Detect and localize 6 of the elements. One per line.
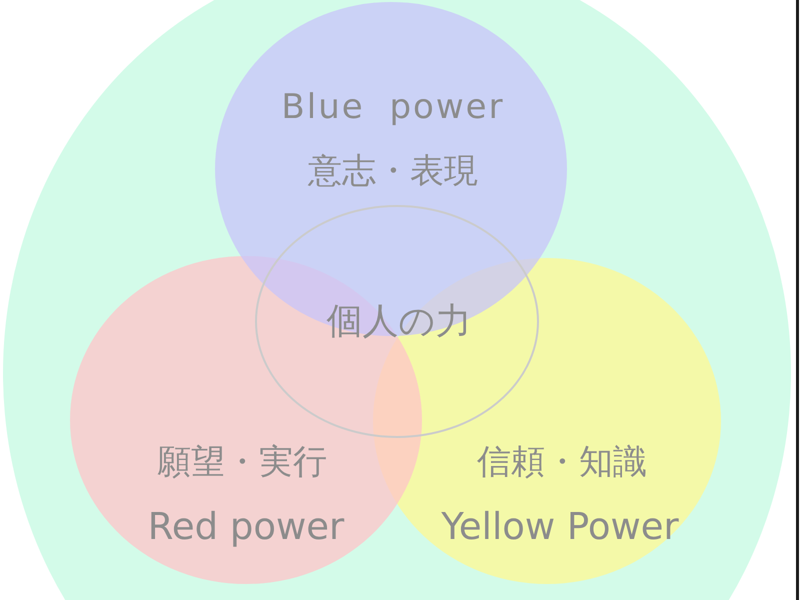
circle-label: 願望・実行 [157, 443, 327, 483]
circle-label: 意志・表現 [308, 152, 478, 192]
circle-label: 信頼・知識 [477, 443, 647, 483]
circle-label: Blue power [281, 88, 505, 128]
circle-label: Red power [148, 506, 344, 548]
circle-label: Yellow Power [441, 506, 679, 548]
